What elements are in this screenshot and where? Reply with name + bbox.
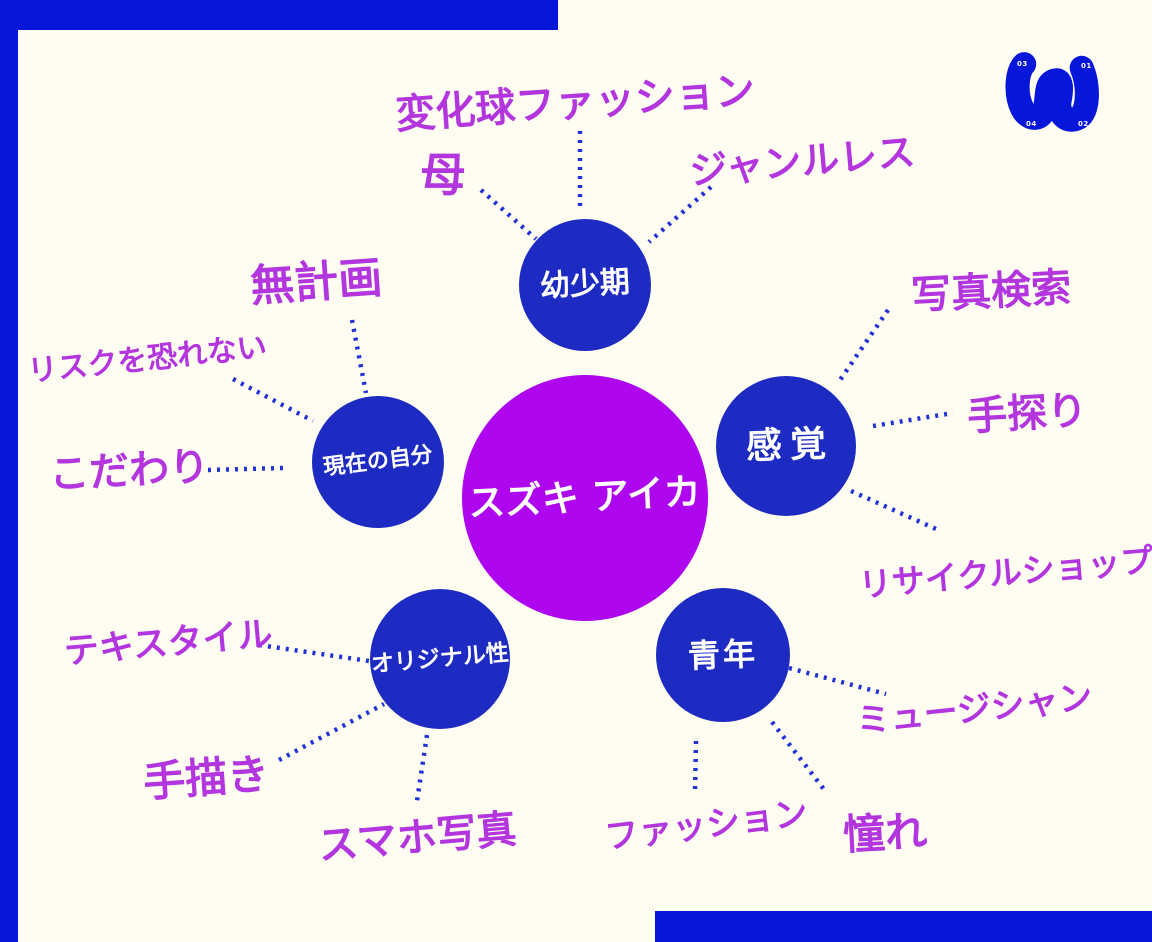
connector-line xyxy=(207,465,284,473)
sublabel-musician: ミュージシャン xyxy=(854,677,1095,742)
logo-number-bottom-right: 02 xyxy=(1078,120,1089,128)
connector-line xyxy=(258,642,370,664)
node-current-self: 現在の自分 xyxy=(312,396,444,528)
edge-band-bottom xyxy=(655,911,1152,942)
node-sense: 感覚 xyxy=(716,376,856,516)
connector-line xyxy=(349,319,369,394)
node-childhood-label: 幼少期 xyxy=(539,264,631,305)
sublabel-not-afraid-of-risk: リスクを恐れない xyxy=(26,329,269,390)
edge-band-left xyxy=(0,0,18,942)
logo-number-top-left: 03 xyxy=(1017,60,1028,68)
sublabel-smartphone-photo: スマホ写真 xyxy=(316,806,519,870)
sublabel-mother: 母 xyxy=(420,148,466,202)
connector-line xyxy=(850,488,937,532)
connector-line xyxy=(872,410,954,429)
center-node: スズキ アイカ xyxy=(462,375,708,621)
node-sense-label: 感覚 xyxy=(745,423,835,468)
sublabel-hand-drawn: 手描き xyxy=(141,749,271,807)
sublabel-admiration: 憧れ xyxy=(841,806,929,860)
node-childhood: 幼少期 xyxy=(519,219,651,351)
center-node-label: スズキ アイカ xyxy=(467,469,703,525)
sublabel-no-plan: 無計画 xyxy=(248,252,384,313)
connector-line xyxy=(788,665,887,697)
sublabel-genreless: ジャンルレス xyxy=(687,129,917,194)
logo-number-top-right: 01 xyxy=(1081,62,1092,70)
connector-line xyxy=(414,734,430,802)
connector-line xyxy=(836,308,890,385)
connector-line xyxy=(770,720,828,794)
node-youth-label: 青年 xyxy=(687,634,759,675)
connector-line xyxy=(692,740,699,792)
logo-number-bottom-left: 04 xyxy=(1026,120,1037,128)
node-originality: オリジナル性 xyxy=(370,589,510,729)
sublabel-photo-search: 写真検索 xyxy=(910,264,1073,320)
logo-blob-icon xyxy=(1005,52,1099,132)
sublabel-textile: テキスタイル xyxy=(62,614,275,673)
connector-line xyxy=(647,185,713,244)
sublabel-fashion: ファッション xyxy=(602,793,811,858)
connector-line xyxy=(231,377,315,423)
connector-line xyxy=(479,188,538,241)
logo: 03 01 04 02 xyxy=(1000,40,1104,144)
sublabel-henka-fashion: 変化球ファッション xyxy=(394,67,757,139)
connector-line xyxy=(277,702,386,762)
node-originality-label: オリジナル性 xyxy=(370,639,510,678)
node-youth: 青年 xyxy=(656,588,790,722)
node-current-self-label: 現在の自分 xyxy=(321,442,435,481)
edge-band-top xyxy=(0,0,558,30)
sublabel-trial-and-error: 手探り xyxy=(966,387,1089,441)
sublabel-kodawari: こだわり xyxy=(48,443,211,499)
sublabel-recycle-shop: リサイクルショップ xyxy=(857,540,1152,605)
